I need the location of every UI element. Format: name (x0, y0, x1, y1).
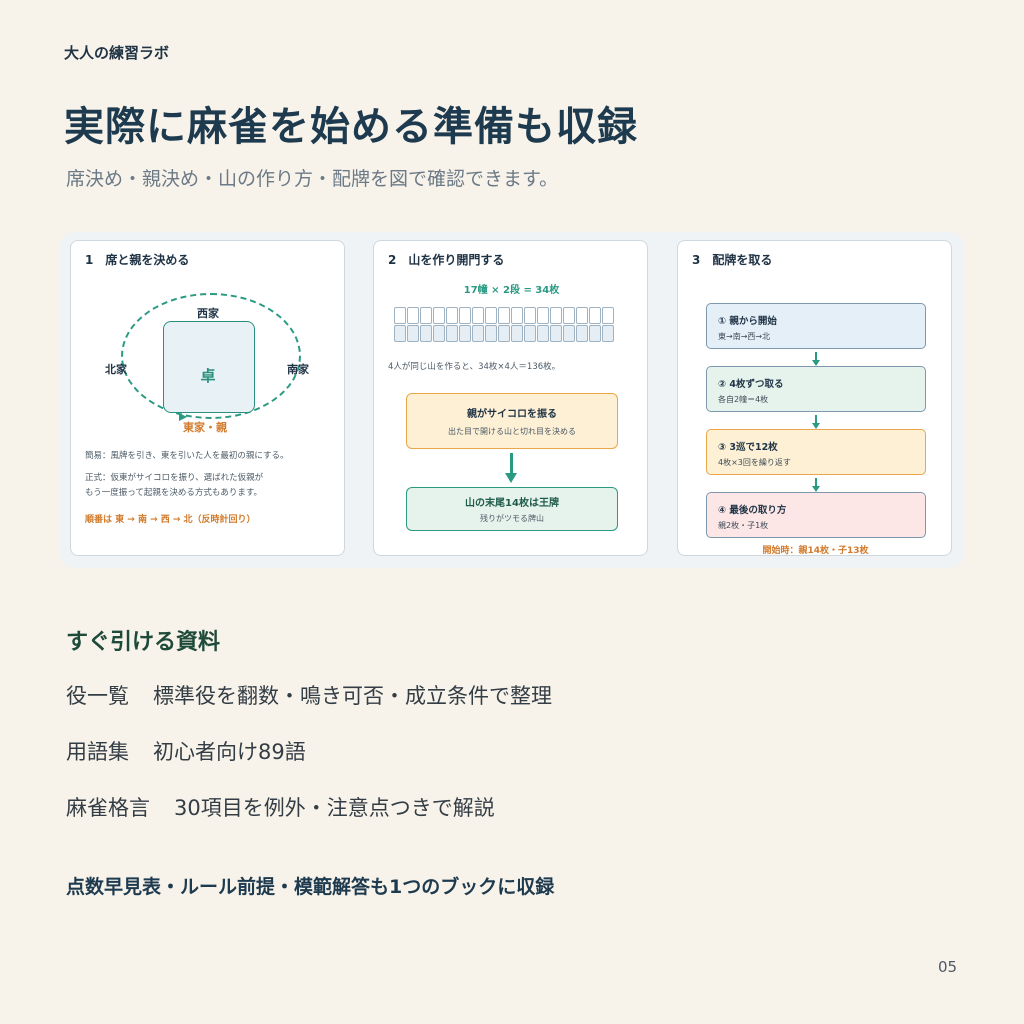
seat-east-dealer: 東家・親 (183, 421, 227, 434)
dice-sub: 出た目で開ける山と切れ目を決める (448, 427, 576, 436)
tile (524, 325, 536, 342)
tile (550, 325, 562, 342)
dead-wall-title: 山の末尾14枚は王牌 (465, 498, 559, 509)
tile (550, 307, 562, 324)
tile (498, 325, 510, 342)
arrow-down-icon (812, 478, 820, 492)
dead-wall-box: 山の末尾14枚は王牌 残りがツモる牌山 (406, 487, 618, 531)
tile (420, 307, 432, 324)
deal-step: ④ 最後の取り方 親2枚・子1枚 (706, 492, 926, 538)
tile (472, 325, 484, 342)
tile (576, 325, 588, 342)
tile (602, 307, 614, 324)
tile (446, 325, 458, 342)
tile (472, 307, 484, 324)
tile (433, 325, 445, 342)
dead-wall-sub: 残りがツモる牌山 (480, 514, 544, 523)
deal-step: ③ 3巡で12枚 4枚×3回を繰り返す (706, 429, 926, 475)
arrow-down-icon (505, 453, 517, 483)
rotation-orbit (121, 293, 301, 419)
tile (394, 307, 406, 324)
tile (459, 307, 471, 324)
dice-title: 親がサイコロを振る (467, 409, 557, 420)
tile-row (394, 325, 620, 342)
tile (498, 307, 510, 324)
arrow-down-icon (812, 352, 820, 366)
tile (563, 325, 575, 342)
tile (563, 307, 575, 324)
brand-name: 大人の練習ラボ (64, 44, 170, 62)
tile (407, 325, 419, 342)
page-number: 05 (938, 958, 958, 976)
tile (485, 325, 497, 342)
tile (459, 325, 471, 342)
section-title: すぐ引ける資料 (66, 630, 221, 655)
seat-north: 北家 (105, 363, 127, 376)
table-label: 卓 (200, 367, 216, 385)
tile (537, 325, 549, 342)
tile (485, 307, 497, 324)
tile (433, 307, 445, 324)
wall-formula: 17幢 × 2段 = 34枚 (463, 285, 560, 296)
deal-step: ① 親から開始 東→南→西→北 (706, 303, 926, 349)
turn-order-text: 順番は 東 → 南 → 西 → 北（反時計回り） (85, 515, 256, 525)
easy-method-text: 簡易：風牌を引き、東を引いた人を最初の親にする。 (85, 451, 289, 461)
tile-wall (394, 307, 620, 343)
formal-method-text: 正式：仮東がサイコロを振り、選ばれた仮親がもう一度振って起親を決める方式もありま… (85, 473, 264, 498)
seat-south: 南家 (287, 363, 309, 376)
tile (524, 307, 536, 324)
tile (511, 307, 523, 324)
reference-item: 用語集初心者向け89語 (66, 740, 306, 764)
page-subtitle: 席決め・親決め・山の作り方・配牌を図で確認できます。 (66, 168, 559, 190)
tile (602, 325, 614, 342)
wall-note: 4人が同じ山を作ると、34枚×4人＝136枚。 (388, 362, 561, 372)
mahjong-table (163, 321, 255, 413)
tile (394, 325, 406, 342)
tile (511, 325, 523, 342)
deal-result-note: 開始時：親14枚・子13枚 (762, 546, 869, 556)
tile (576, 307, 588, 324)
tile (420, 325, 432, 342)
arrow-down-icon (812, 415, 820, 429)
footer-note: 点数早見表・ルール前提・模範解答も1つのブックに収録 (66, 876, 555, 898)
tile (589, 325, 601, 342)
tile (537, 307, 549, 324)
seat-west: 西家 (197, 307, 219, 320)
deal-step: ② 4枚ずつ取る 各自2幢＝4枚 (706, 366, 926, 412)
reference-item: 役一覧標準役を翻数・鳴き可否・成立条件で整理 (66, 684, 552, 708)
page-title: 実際に麻雀を始める準備も収録 (64, 104, 638, 150)
tile (446, 307, 458, 324)
tile (589, 307, 601, 324)
arrow-head-icon (179, 413, 187, 421)
tile-row (394, 307, 620, 324)
tile (407, 307, 419, 324)
dice-box: 親がサイコロを振る 出た目で開ける山と切れ目を決める (406, 393, 618, 449)
